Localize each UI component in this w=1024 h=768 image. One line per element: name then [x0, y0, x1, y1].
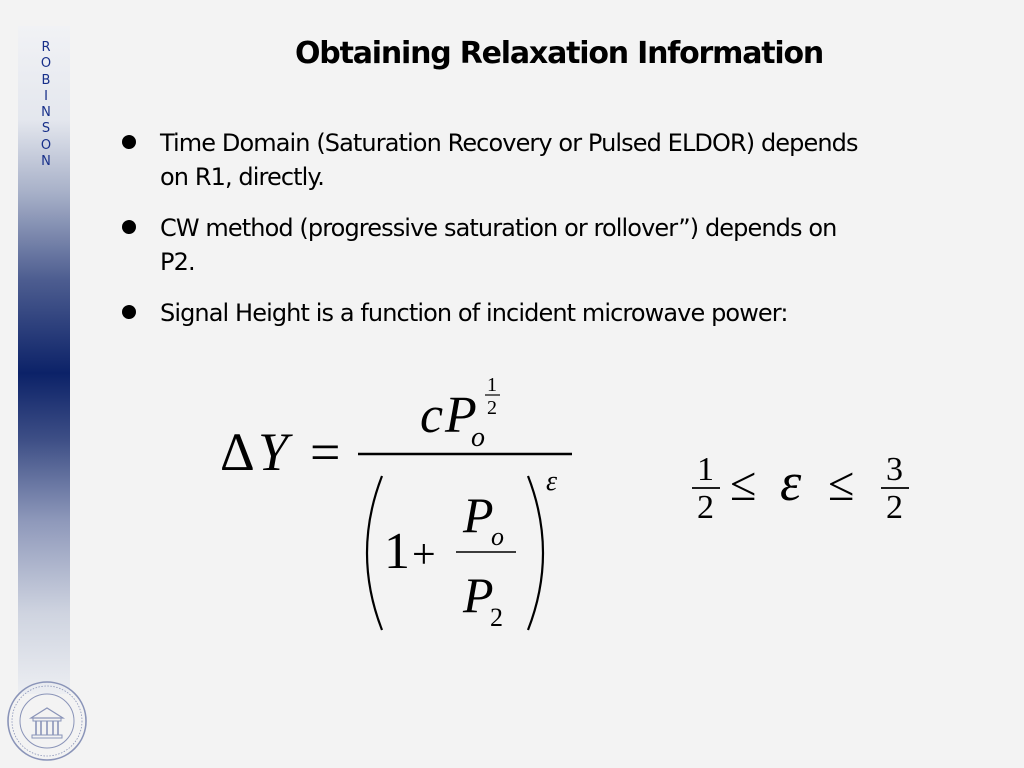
vertical-letter: B	[41, 72, 51, 88]
vertical-letter: O	[40, 137, 52, 153]
bullet-item: Signal Height is a function of incident …	[120, 296, 970, 330]
slide-title: Obtaining Relaxation Information	[295, 36, 824, 71]
inequality-right-numerator: 3	[886, 451, 903, 488]
inner-bottom-subscript: 2	[490, 603, 503, 632]
sidebar-gradient-bar	[18, 26, 70, 694]
inner-top-p: P	[462, 487, 494, 543]
right-parenthesis	[526, 475, 545, 631]
exponent-numerator: 1	[487, 374, 497, 396]
bullet-text-line: P2.	[160, 248, 196, 276]
bullet-dot-icon	[122, 305, 136, 319]
inequality-leq-1: ≤	[730, 458, 756, 511]
inequality-leq-2: ≤	[828, 458, 854, 511]
relaxation-formula: Δ Y = c P o 1 2 1 + P o P 2 ε 1 2 ≤ ε ≤ …	[220, 374, 909, 632]
denominator-plus: +	[412, 532, 436, 578]
vertical-letter: R	[41, 40, 51, 55]
numerator-p: P	[444, 387, 477, 444]
bullet-text-line: Time Domain (Saturation Recovery or Puls…	[160, 129, 859, 157]
inner-top-subscript: o	[491, 522, 504, 551]
numerator-subscript: o	[471, 422, 485, 453]
numerator-c: c	[420, 387, 443, 444]
inequality-left-denominator: 2	[697, 489, 714, 526]
bullet-item: CW method (progressive saturation or rol…	[120, 211, 970, 279]
bullet-text-line: Signal Height is a function of incident …	[160, 299, 788, 327]
exponent-denominator: 2	[487, 397, 497, 419]
denominator-one: 1	[384, 523, 410, 580]
vertical-letter: I	[44, 88, 48, 104]
bullet-dot-icon	[122, 135, 136, 149]
bullet-item: Time Domain (Saturation Recovery or Puls…	[120, 126, 970, 194]
inequality-right-denominator: 2	[886, 489, 903, 526]
vertical-letter: N	[41, 105, 51, 121]
bullet-text-line: on R1, directly.	[160, 163, 325, 191]
bullet-dot-icon	[122, 220, 136, 234]
vertical-name: R O B I N S O N	[36, 40, 56, 170]
outer-exponent-epsilon: ε	[546, 466, 557, 497]
vertical-letter: O	[40, 56, 52, 72]
formula-y: Y	[258, 422, 293, 482]
vertical-letter: S	[41, 121, 51, 137]
inequality-epsilon: ε	[780, 452, 802, 512]
vertical-letter: N	[41, 154, 51, 170]
left-parenthesis	[365, 475, 384, 631]
inner-bottom-p: P	[462, 567, 494, 623]
formula-equals: =	[310, 422, 340, 482]
inequality-left-numerator: 1	[697, 451, 714, 488]
bullet-list: Time Domain (Saturation Recovery or Puls…	[120, 126, 970, 347]
bullet-text-line: CW method (progressive saturation or rol…	[160, 214, 837, 242]
university-seal-icon	[7, 681, 87, 761]
formula-delta: Δ	[220, 422, 255, 482]
